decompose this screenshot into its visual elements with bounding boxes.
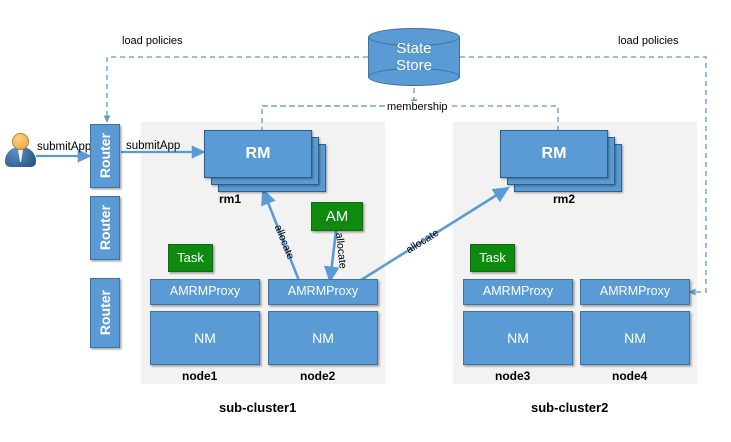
task-label-node3: Task — [479, 250, 506, 266]
nm-box-node3[interactable]: NM — [463, 311, 573, 365]
subcluster-name-1: sub-cluster1 — [219, 400, 297, 415]
amrmproxy-label-node2: AMRMProxy — [287, 284, 359, 299]
amrmproxy-box-node2[interactable]: AMRMProxy — [268, 279, 378, 305]
router-label-1: Router — [96, 133, 113, 179]
edge-label-submitapp-client: submitApp — [37, 141, 92, 153]
edge-label-allocate-3: allocate — [404, 226, 442, 257]
edge-label-load-policies-right: load policies — [618, 35, 679, 47]
rm-label-1: RM — [245, 145, 271, 162]
nm-box-node1[interactable]: NM — [150, 311, 260, 365]
router-label-3: Router — [96, 290, 113, 336]
subcluster-name-2: sub-cluster2 — [531, 400, 609, 415]
state-store-label: State Store — [368, 28, 460, 86]
node-name-node2: node2 — [300, 369, 336, 383]
cylinder-top-cap — [368, 28, 460, 46]
state-store-line2: Store — [396, 57, 432, 74]
rm-box-2[interactable]: RM — [500, 130, 608, 178]
person-head — [12, 133, 29, 150]
node-name-node3: node3 — [495, 369, 531, 383]
state-store-line1: State — [396, 39, 432, 57]
state-store-cylinder: State Store — [368, 28, 460, 86]
person-tie — [18, 150, 23, 162]
cylinder-bottom-cap — [368, 68, 460, 86]
nm-label-node2: NM — [312, 329, 334, 346]
amrmproxy-label-node1: AMRMProxy — [169, 284, 241, 299]
amrmproxy-box-node3[interactable]: AMRMProxy — [463, 279, 573, 305]
client-user-icon — [5, 133, 36, 169]
nm-label-node1: NM — [194, 329, 216, 346]
rm-label-2: RM — [541, 145, 567, 162]
rm-stack-1[interactable]: RM — [204, 130, 326, 192]
router-box-2[interactable]: Router — [90, 196, 120, 260]
task-box-node3[interactable]: Task — [470, 244, 515, 272]
rm-name-2: rm2 — [553, 192, 576, 206]
am-box[interactable]: AM — [311, 202, 363, 231]
nm-label-node4: NM — [624, 329, 646, 346]
amrmproxy-box-node1[interactable]: AMRMProxy — [150, 279, 260, 305]
router-box-1[interactable]: Router — [90, 124, 120, 188]
rm-stack-2[interactable]: RM — [500, 130, 622, 192]
node-name-node1: node1 — [182, 369, 218, 383]
rm-name-1: rm1 — [219, 192, 242, 206]
nm-box-node2[interactable]: NM — [268, 311, 378, 365]
edge-label-load-policies-left: load policies — [122, 35, 183, 47]
amrmproxy-label-node4: AMRMProxy — [599, 284, 671, 299]
amrmproxy-box-node4[interactable]: AMRMProxy — [580, 279, 690, 305]
amrmproxy-label-node3: AMRMProxy — [482, 284, 554, 299]
am-label: AM — [325, 207, 349, 225]
rm-box-1[interactable]: RM — [204, 130, 312, 178]
nm-box-node4[interactable]: NM — [580, 311, 690, 365]
task-box-node1[interactable]: Task — [168, 244, 213, 272]
router-label-2: Router — [96, 205, 113, 251]
edge-label-submitapp-router: submitApp — [126, 140, 181, 152]
task-label-node1: Task — [177, 250, 204, 266]
node-name-node4: node4 — [612, 369, 648, 383]
nm-label-node3: NM — [507, 329, 529, 346]
edge-label-membership: membership — [385, 101, 450, 113]
router-box-3[interactable]: Router — [90, 278, 120, 348]
